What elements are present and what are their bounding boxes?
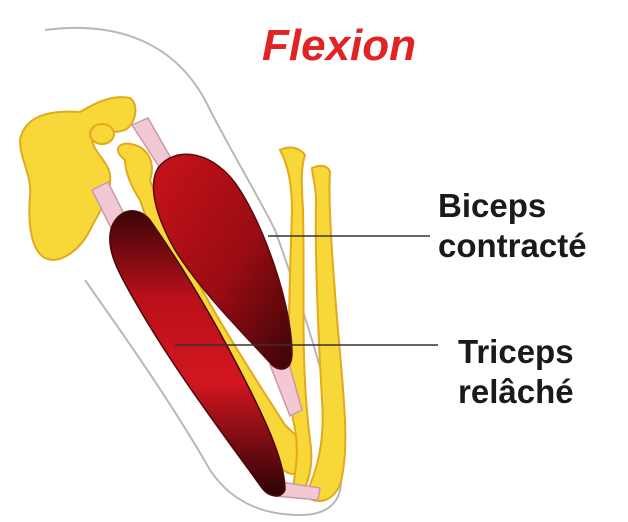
biceps-label-line-2: contracté: [438, 226, 587, 266]
biceps-label-line-1: Biceps: [438, 186, 587, 226]
triceps-label-line-2: relâché: [458, 372, 574, 412]
biceps-label: Biceps contracté: [438, 186, 587, 266]
shoulder-joint: [90, 124, 114, 144]
triceps-label: Triceps relâché: [458, 332, 574, 412]
triceps-label-line-1: Triceps: [458, 332, 574, 372]
